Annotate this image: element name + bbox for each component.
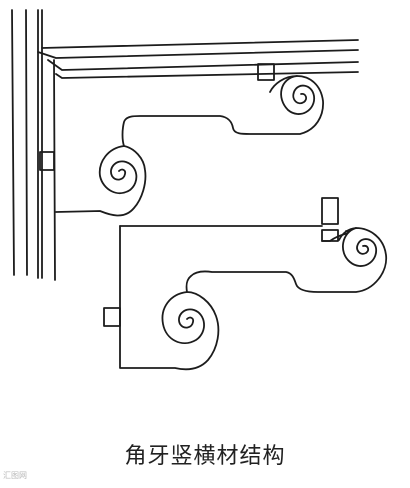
tenon-piece-left xyxy=(103,307,121,327)
scroll-spiral-right xyxy=(342,227,377,267)
tenon-mark-top xyxy=(257,63,275,81)
corner-spandrel xyxy=(55,75,324,217)
scroll-spiral-upper xyxy=(280,75,315,115)
vertical-post xyxy=(11,9,56,281)
tenon-mark-side xyxy=(39,151,55,171)
diagram-caption: 角牙竖横材结构 xyxy=(124,444,286,469)
tenon-piece-upper xyxy=(321,197,339,225)
horizontal-rail xyxy=(37,39,359,79)
watermark: 汇图网 xyxy=(3,471,27,480)
scroll-spiral-lower xyxy=(98,145,138,195)
separated-bracket xyxy=(119,225,387,371)
scroll-spiral-bottom-left xyxy=(161,291,205,345)
tenon-piece-lower xyxy=(321,229,339,242)
